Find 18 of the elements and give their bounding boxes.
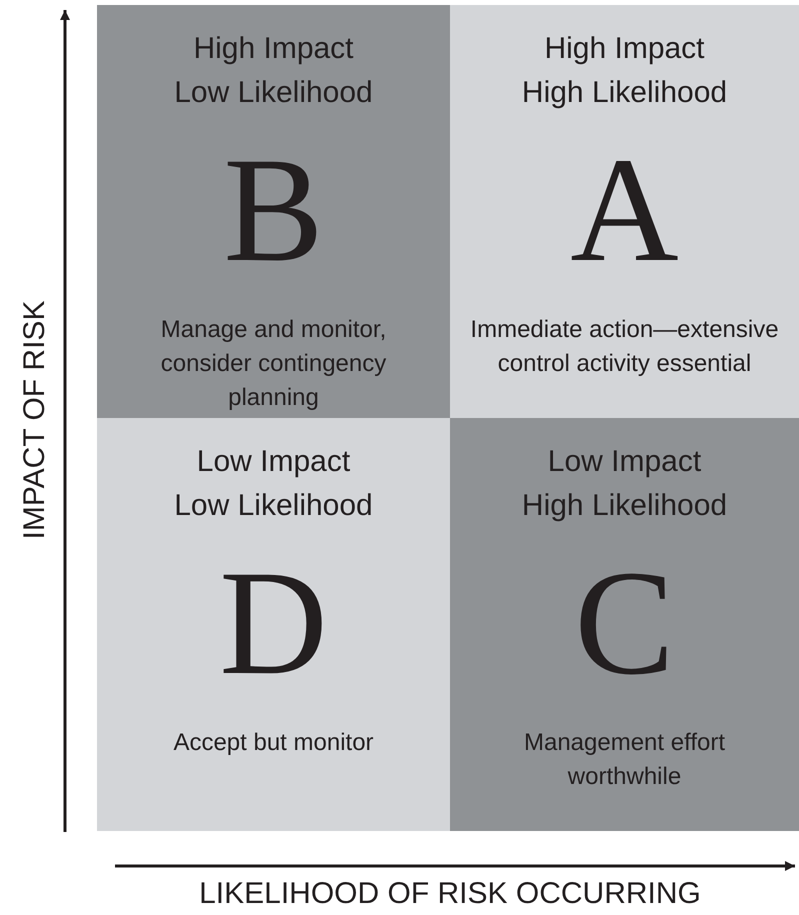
matrix-quadrant [450, 418, 799, 831]
quadrant-description: Manage and monitor, consider contingency planning [160, 315, 388, 413]
quadrant-letter: A [570, 135, 679, 285]
quadrant-description: Management effort worthwhile [522, 728, 726, 792]
quadrant-letter: C [574, 548, 675, 698]
matrix-quadrant [97, 418, 450, 831]
matrix-quadrant [450, 5, 799, 418]
matrix-quadrant [97, 5, 450, 418]
quadrant-description: Accept but monitor [172, 728, 375, 758]
quadrant-letter: B [223, 135, 324, 285]
quadrant-heading: High Impact High Likelihood [520, 31, 728, 111]
axis-title: IMPACT OF RISK [18, 300, 52, 540]
axis-title: LIKELIHOOD OF RISK OCCURRING [199, 877, 701, 911]
quadrant-description: Immediate action—extensive control activity essential [469, 315, 780, 379]
quadrant-heading: Low Impact High Likelihood [520, 444, 728, 524]
quadrant-heading: Low Impact Low Likelihood [173, 444, 374, 524]
quadrant-heading: High Impact Low Likelihood [173, 31, 374, 111]
quadrant-letter: D [219, 548, 328, 698]
